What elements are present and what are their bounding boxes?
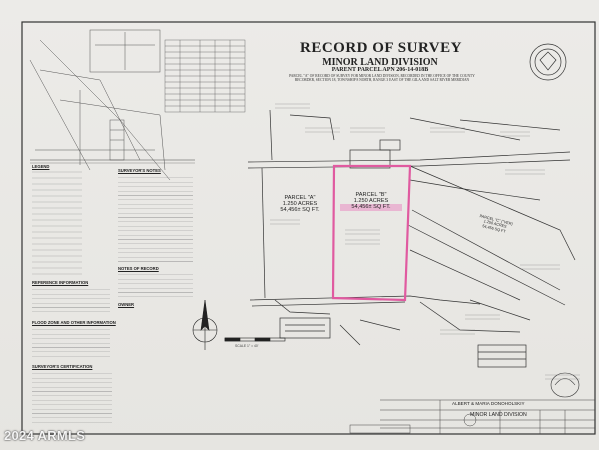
notes-lines (32, 171, 82, 275)
parcel-a-label: PARCEL "A" 1.250 ACRES 54,456± SQ FT. (270, 195, 330, 214)
north-arrow-icon (192, 299, 218, 350)
legend-heading: LEGEND (32, 164, 50, 169)
reference-information-text (32, 287, 110, 315)
parcel-a-name: PARCEL "A" (284, 195, 316, 201)
survey-title: RECORD OF SURVEY (300, 40, 462, 56)
surveyor-notes-text (118, 175, 193, 263)
vicinity-map (29, 29, 171, 181)
notes-of-record-heading: NOTES OF RECORD (118, 266, 159, 271)
company-logo-icon (550, 372, 580, 398)
survey-subtitle: MINOR LAND DIVISION (322, 57, 438, 68)
owner-heading: OWNER (118, 302, 135, 307)
label-marks (270, 103, 580, 380)
surveyor-certification-heading: SURVEYOR'S CERTIFICATION (32, 364, 93, 369)
flood-zone-text (32, 327, 110, 359)
parcel-b-acres: 1.250 ACRES (353, 198, 389, 205)
notes-of-record-text (118, 272, 193, 298)
surveyor-notes-heading: SURVEYOR'S NOTES (118, 168, 161, 173)
parcel-a-acres: 1.250 ACRES (282, 201, 318, 208)
title-block (349, 399, 595, 434)
flood-zone-heading: FLOOD ZONE AND OTHER INFORMATION (32, 320, 116, 325)
parcel-a-sqft: 54,456± SQ FT. (280, 207, 320, 214)
surveyor-certification-text (32, 371, 112, 423)
owner-names: ALBERT & MARIA DONOHOLSKIY (452, 401, 525, 406)
survey-description: PARCEL "A" OF RECORD OF SURVEY FOR MINOR… (289, 74, 475, 83)
line-table (164, 39, 246, 113)
scale-bar (224, 337, 286, 342)
parcel-boundaries (247, 109, 576, 368)
parcel-b-highlight (331, 164, 412, 302)
scale-label: SCALE 1" = 40' (235, 344, 259, 348)
project-name: MINOR LAND DIVISION (470, 412, 527, 418)
parcel-b-sqft: 54,456± SQ FT. (340, 204, 402, 211)
sheet-border (21, 21, 596, 435)
parent-parcel: PARENT PARCEL APN 206-14-018B (331, 67, 429, 73)
parcel-b-label: PARCEL "B" 1.250 ACRES 54,456± SQ FT. (340, 192, 402, 211)
watermark: 2024 ARMLS (4, 428, 86, 443)
engineer-seal-icon (529, 43, 567, 81)
parcel-b-name: PARCEL "B" (355, 192, 387, 198)
reference-information-heading: REFERENCE INFORMATION (32, 280, 89, 285)
